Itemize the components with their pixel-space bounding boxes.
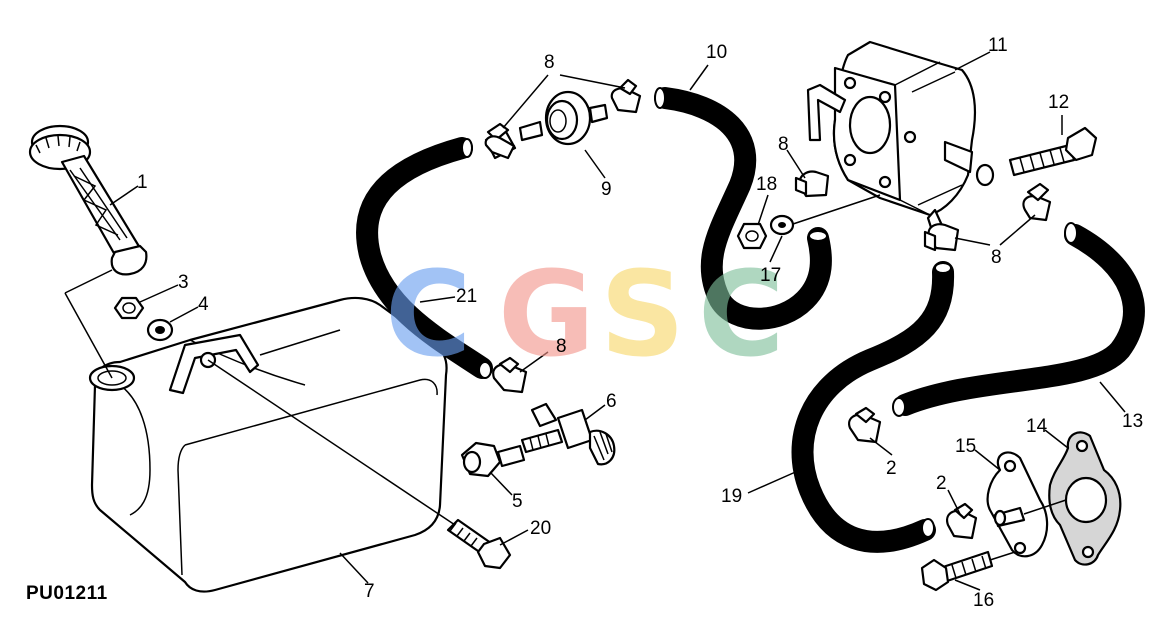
gasket [1023,431,1122,566]
fuel-hose-21 [356,137,493,379]
callout-20: 20 [530,518,551,539]
bolt-16 [920,550,1016,592]
hose-clamp-8-right [1022,182,1052,222]
figure-code: PU01211 [26,583,108,604]
cgsc-watermark: C G S C [385,245,785,383]
callout-11: 11 [988,35,1008,56]
bolt-12 [975,126,1098,187]
fuel-hose-13 [892,222,1145,417]
fuel-pump [806,40,977,242]
fitting-plate [986,451,1049,558]
fuel-hose-10 [654,87,832,330]
hose-clamp-2-upper [848,406,882,444]
shutoff-valve [520,402,616,466]
callout-4: 4 [198,294,209,315]
callout-14: 14 [1026,416,1048,437]
callout-9: 9 [601,179,612,200]
fuel-tank [88,296,448,593]
adapter-fitting [460,441,526,478]
watermark-letter-c2: C [698,245,785,383]
callout-7: 7 [364,581,375,602]
leader-lines [109,51,1126,591]
hose-clamp-8-pump-outlet [923,223,960,252]
washer-17 [769,194,881,236]
callout-labels: 1 3 4 5 6 7 8 8 8 8 9 10 11 12 13 14 15 … [137,35,1143,611]
watermark-letter-c1: C [385,245,472,383]
hose-clamp-8-upper-right [610,78,642,114]
callout-2-lower: 2 [936,473,947,494]
callout-8-right: 8 [991,247,1002,268]
watermark-letter-g: G [498,245,595,383]
hose-clamp-8-pump-inlet [794,170,830,198]
callout-1: 1 [137,172,148,193]
callout-13: 13 [1122,411,1143,432]
hose-clamp-2-lower [946,502,978,540]
callout-18: 18 [756,174,777,195]
callout-10: 10 [706,42,727,63]
watermark-letter-s: S [600,245,685,383]
nut [113,296,145,320]
callout-17: 17 [760,265,781,286]
hose-clamp-8-lower [492,356,528,394]
callout-19: 19 [721,486,742,507]
callout-2-upper: 2 [886,458,897,479]
callout-8-lower: 8 [556,336,567,357]
nut-18 [736,222,768,250]
washer [146,318,174,342]
callout-8-top: 8 [544,52,555,73]
callout-12: 12 [1048,92,1069,113]
callout-16: 16 [973,590,994,611]
callout-15: 15 [955,436,976,457]
fuel-hose-19 [791,261,955,553]
callout-8-pump-inlet: 8 [778,134,789,155]
bolt [207,359,512,570]
callout-6: 6 [606,391,617,412]
callout-3: 3 [178,272,189,293]
callout-21: 21 [456,286,477,307]
filler-cap-with-gauge [28,124,148,379]
callout-5: 5 [512,491,523,512]
